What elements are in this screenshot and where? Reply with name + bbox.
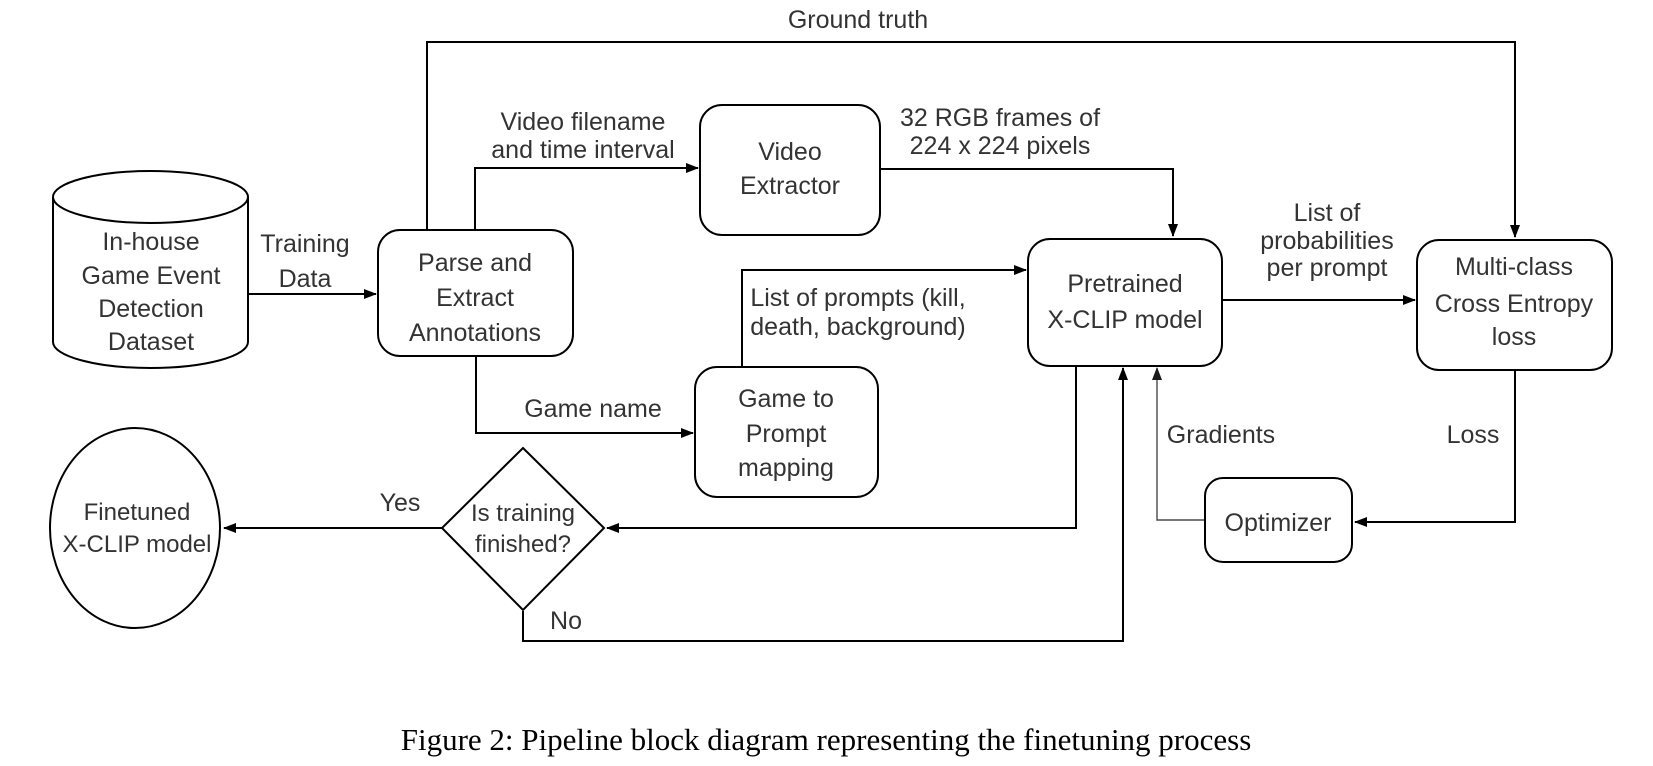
video-extractor-label-line1: Video: [758, 138, 822, 166]
ground-truth-label: Ground truth: [788, 6, 928, 34]
training-check-arrow: [606, 366, 1077, 533]
probabilities-label-line2: probabilities: [1260, 227, 1393, 255]
video-filename-label-line1: Video filename: [501, 108, 666, 136]
parse-label-line3: Annotations: [409, 319, 541, 347]
multiclass-loss-node: Multi-class Cross Entropy loss: [1416, 239, 1613, 371]
game-to-prompt-label-line3: mapping: [738, 454, 834, 482]
cylinder-body: [52, 197, 249, 369]
multiclass-label-line1: Multi-class: [1455, 253, 1573, 281]
dataset-label-line4: Dataset: [108, 328, 194, 356]
prompts-label-line2: death, background): [750, 313, 965, 341]
optimizer-box: [1204, 477, 1353, 563]
rgb-frames-label-line1: 32 RGB frames of: [900, 104, 1100, 132]
optimizer-label: Optimizer: [1225, 509, 1332, 537]
decision-label-line2: finished?: [475, 531, 571, 558]
parse-label-line1: Parse and: [418, 249, 532, 277]
parse-annotations-box: [377, 229, 574, 357]
dataset-label-line2: Game Event: [82, 262, 221, 290]
probabilities-label-line1: List of: [1294, 199, 1361, 227]
gradients-arrow: [1152, 367, 1205, 521]
decision-diamond-node: Is training finished?: [440, 446, 606, 612]
ground-truth-arrow: [426, 41, 1520, 238]
training-data-label-line1: Training: [260, 230, 349, 258]
video-extractor-label-line2: Extractor: [740, 172, 840, 200]
finetuned-label-line1: Finetuned: [84, 499, 191, 526]
pretrained-label-line2: X-CLIP model: [1047, 306, 1202, 334]
no-arrow: [522, 367, 1128, 642]
game-to-prompt-label-line2: Prompt: [746, 420, 827, 448]
game-name-label: Game name: [524, 395, 662, 423]
parse-label-line2: Extract: [436, 284, 514, 312]
multiclass-loss-box: [1416, 239, 1613, 371]
dataset-cylinder-node: In-house Game Event Detection Dataset: [52, 170, 249, 369]
finetuned-label-line2: X-CLIP model: [63, 531, 212, 558]
prompts-arrow: [741, 265, 1027, 367]
multiclass-label-line3: loss: [1492, 323, 1536, 351]
finetuned-model-node: Finetuned X-CLIP model: [49, 427, 221, 629]
video-filename-label-line2: and time interval: [491, 136, 674, 164]
decision-diamond: [440, 446, 606, 612]
decision-label-line1: Is training: [471, 500, 575, 527]
parse-annotations-node: Parse and Extract Annotations: [377, 229, 574, 357]
optimizer-node: Optimizer: [1204, 477, 1353, 563]
prompts-label-line1: List of prompts (kill,: [750, 284, 965, 312]
figure-caption: Figure 2: Pipeline block diagram represe…: [401, 722, 1252, 757]
loss-label: Loss: [1447, 421, 1500, 449]
dataset-label-line3: Detection: [98, 295, 204, 323]
pretrained-xclip-box: [1027, 238, 1223, 367]
yes-label: Yes: [380, 489, 421, 517]
loss-arrow: [1354, 371, 1516, 527]
finetuned-model-circle: [49, 427, 221, 629]
cylinder-top: [52, 170, 249, 224]
video-filename-arrow: [474, 163, 699, 230]
game-to-prompt-node: Game to Prompt mapping: [694, 366, 879, 498]
rgb-frames-label-line2: 224 x 224 pixels: [910, 132, 1091, 160]
training-data-label-line2: Data: [279, 265, 332, 293]
multiclass-label-line2: Cross Entropy: [1435, 290, 1594, 318]
video-extractor-node: Video Extractor: [699, 104, 881, 236]
pretrained-xclip-node: Pretrained X-CLIP model: [1027, 238, 1223, 367]
video-extractor-box: [699, 104, 881, 236]
game-to-prompt-box: [694, 366, 879, 498]
no-label: No: [550, 607, 582, 635]
rgb-frames-arrow: [880, 168, 1178, 237]
game-name-arrow: [475, 356, 694, 438]
pretrained-label-line1: Pretrained: [1067, 270, 1182, 298]
probabilities-label-line3: per prompt: [1267, 254, 1388, 282]
dataset-label-line1: In-house: [102, 228, 199, 256]
gradients-label: Gradients: [1167, 421, 1275, 449]
game-to-prompt-label-line1: Game to: [738, 385, 834, 413]
